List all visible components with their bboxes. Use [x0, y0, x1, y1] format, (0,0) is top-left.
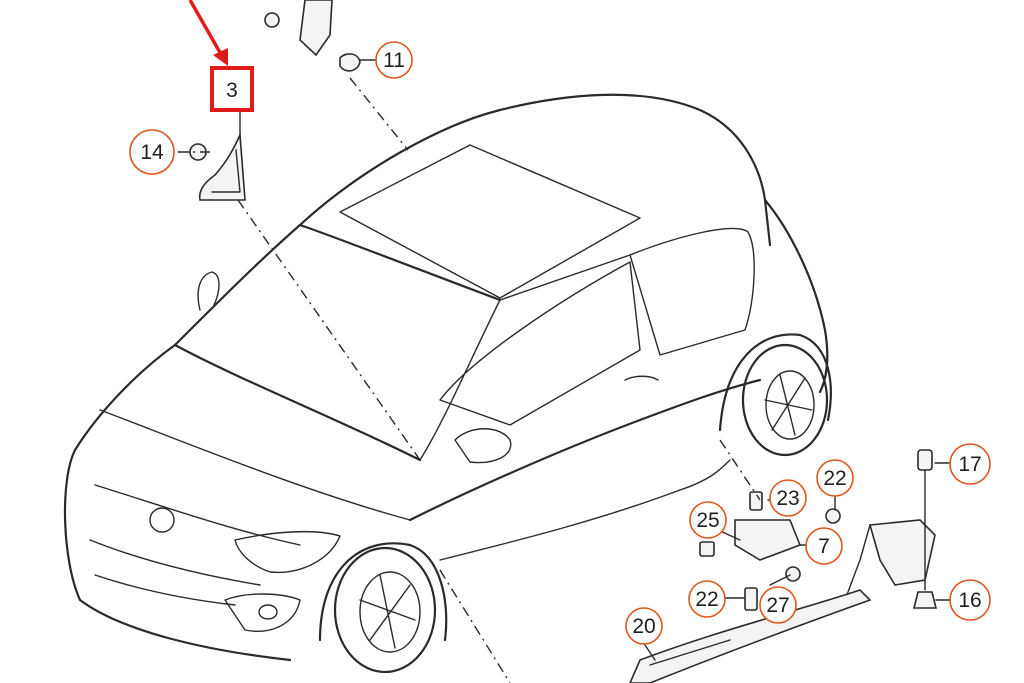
- bubble-20-label: 20: [632, 615, 655, 638]
- bubble-22-upper-label: 22: [823, 467, 846, 490]
- part-bolt-17: [917, 449, 933, 591]
- bubble-11: 11: [375, 41, 413, 79]
- part-sill-bracket: [844, 519, 936, 601]
- highlight-callout: 3: [188, 0, 254, 112]
- car-illustration: [63, 93, 832, 674]
- bubble-20: 20: [625, 607, 663, 645]
- bubble-7: 7: [805, 527, 843, 565]
- bubble-22-lower-label: 22: [695, 588, 718, 611]
- bubble-16: 16: [949, 579, 991, 621]
- bubble-23: 23: [769, 479, 807, 517]
- bubble-27: 27: [759, 586, 797, 624]
- bubble-7-label: 7: [818, 535, 830, 558]
- bubble-25-label: 25: [696, 509, 719, 532]
- bubble-17-label: 17: [958, 453, 981, 476]
- bubble-22-upper: 22: [816, 459, 854, 497]
- highlight-arrow: [188, 0, 224, 57]
- bubble-25: 25: [689, 501, 727, 539]
- highlight-box: [210, 66, 254, 112]
- part-top-bracket: [264, 0, 361, 72]
- bubble-11-label: 11: [383, 49, 405, 72]
- part-triangle-trim: [198, 131, 246, 201]
- bubble-23-label: 23: [776, 487, 799, 510]
- bubble-27-label: 27: [766, 594, 789, 617]
- part-side-sill-20: [629, 589, 872, 683]
- bubble-14-label: 14: [140, 141, 164, 164]
- part-small-bracket-7: [699, 491, 841, 611]
- highlight-label: 3: [226, 79, 238, 102]
- leader-lines: [177, 59, 951, 683]
- arrow-head: [213, 48, 228, 66]
- part-bolt-16: [912, 591, 938, 609]
- bubble-22-lower: 22: [688, 580, 726, 618]
- bubble-16-label: 16: [958, 589, 981, 612]
- bubble-17: 17: [949, 443, 991, 485]
- bubble-14: 14: [129, 129, 175, 175]
